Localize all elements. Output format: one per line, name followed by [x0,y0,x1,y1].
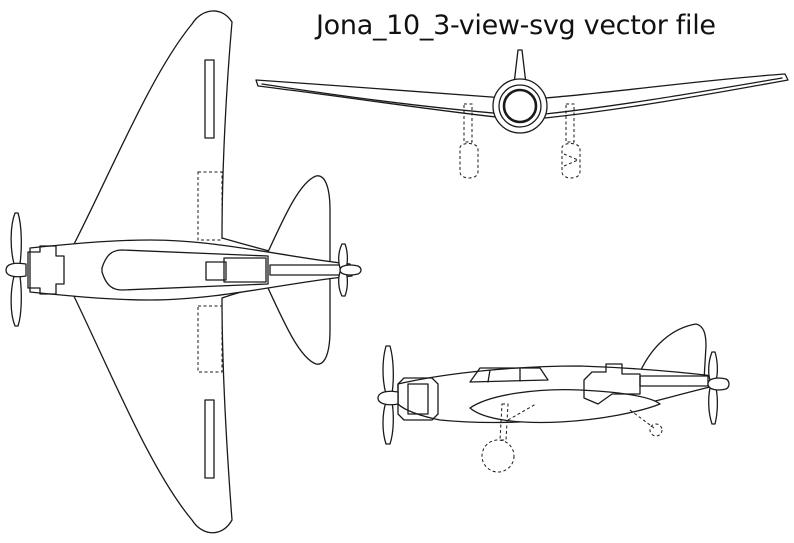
front-view-fuselage-outer [492,78,548,134]
top-view-flap-left [197,171,223,241]
front-view-landing-gear-left [459,103,479,179]
side-view-rear-propeller [707,351,730,425]
top-view-front-propeller [5,212,27,327]
top-view [5,10,362,534]
side-view [377,323,730,473]
front-view-landing-gear-right [561,103,581,179]
top-view-aft-bay [223,257,267,283]
top-view-canopy [101,249,269,291]
top-view-seat [205,261,227,281]
top-view-rear-propeller [338,243,362,297]
side-view-fin [639,323,707,381]
side-view-tail-gear [629,409,663,437]
side-view-main-gear [481,403,537,473]
side-view-front-engine [397,377,439,421]
front-view-cowling [502,88,538,124]
side-view-canopy [469,367,549,383]
drawing-title: Jona_10_3-view-svg vector file [316,10,716,41]
top-view-fuselage [29,239,353,301]
side-view-front-propeller [377,345,399,445]
front-view-wing-lower-line-right [544,77,783,115]
front-view [255,49,789,179]
top-view-flap-right [197,305,223,373]
top-view-engine [27,245,65,295]
top-view-aileron-right [204,399,215,479]
top-view-aileron-left [204,59,215,139]
front-view-wing-lower-line [261,83,506,115]
side-view-engine-bay [583,363,641,405]
